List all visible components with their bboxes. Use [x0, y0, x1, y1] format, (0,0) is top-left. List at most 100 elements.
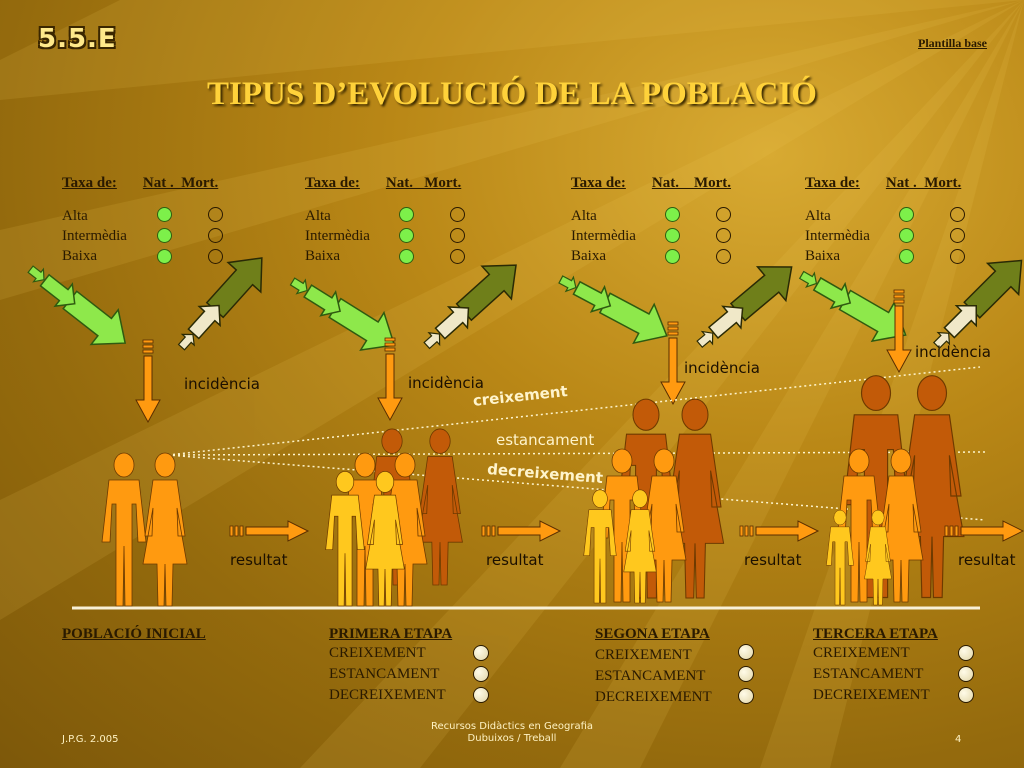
- label-incidencia: incidència: [408, 374, 484, 392]
- option-creixement: CREIXEMENT: [329, 645, 426, 661]
- mort-dot: [450, 249, 465, 264]
- nat-dot: [899, 228, 914, 243]
- panel-4: Taxa de: Nat . Mort.: [805, 174, 961, 192]
- down-arrow-icon: [135, 339, 161, 423]
- mort-dot: [716, 249, 731, 264]
- label-incidencia: incidència: [915, 343, 991, 361]
- label-resultat: resultat: [230, 551, 288, 569]
- panel-header-cols: Nat . Mort.: [142, 175, 219, 191]
- mort-dot: [950, 228, 965, 243]
- panel-header-cols: Nat. Mort.: [385, 175, 462, 191]
- template-link[interactable]: Plantilla base: [918, 36, 988, 50]
- page-title: TIPUS D’EVOLUCIÓ DE LA POBLACIÓ: [207, 76, 817, 112]
- radio-creixement[interactable]: [473, 645, 489, 661]
- label-incidencia: incidència: [684, 359, 760, 377]
- person-icon: [142, 452, 188, 607]
- option-decreixement: DECREIXEMENT: [329, 687, 446, 703]
- stage-3: TERCERA ETAPA CREIXEMENT ESTANCAMENT DEC…: [813, 626, 938, 706]
- panel-header-prefix: Taxa de:: [62, 175, 117, 191]
- natality-arrow-icon: [16, 251, 140, 362]
- population-stage-2: [583, 398, 725, 604]
- option-estancament: ESTANCAMENT: [813, 666, 924, 682]
- row-label-intermedia: Intermèdia: [571, 228, 636, 244]
- radio-estancament[interactable]: [473, 666, 489, 682]
- right-arrow-icon: [739, 520, 819, 542]
- panel-1-row-labels: Alta Intermèdia Baixa: [62, 206, 127, 266]
- mortality-arrow-icon: [684, 249, 807, 362]
- mort-dot: [716, 228, 731, 243]
- nat-dot: [399, 249, 414, 264]
- stage-title-inicial: POBLACIÓ INICIAL: [62, 626, 206, 642]
- label-estancament: estancament: [496, 431, 595, 449]
- mort-dot: [950, 249, 965, 264]
- option-creixement: CREIXEMENT: [595, 647, 692, 663]
- radio-creixement[interactable]: [738, 644, 754, 660]
- radio-estancament[interactable]: [738, 666, 754, 682]
- stage-2: SEGONA ETAPA CREIXEMENT ESTANCAMENT DECR…: [595, 626, 712, 708]
- row-label-intermedia: Intermèdia: [305, 228, 370, 244]
- nat-dot: [157, 228, 172, 243]
- mort-dot: [950, 207, 965, 222]
- panel-2-row-labels: Alta Intermèdia Baixa: [305, 206, 370, 266]
- footer-center-line1: Recursos Didàctics en Geografia: [430, 721, 594, 732]
- nat-dot: [399, 207, 414, 222]
- population-initial: [101, 452, 188, 607]
- row-label-alta: Alta: [571, 208, 597, 224]
- nat-dot: [899, 249, 914, 264]
- option-creixement: CREIXEMENT: [813, 645, 910, 661]
- row-label-alta: Alta: [62, 208, 88, 224]
- mort-dot: [450, 207, 465, 222]
- stage-title: PRIMERA ETAPA: [329, 626, 453, 642]
- row-label-baixa: Baixa: [571, 248, 606, 264]
- radio-decreixement[interactable]: [958, 687, 974, 703]
- row-label-baixa: Baixa: [62, 248, 97, 264]
- label-resultat: resultat: [486, 551, 544, 569]
- mort-dot: [208, 228, 223, 243]
- nat-dot: [157, 207, 172, 222]
- mort-dot: [716, 207, 731, 222]
- label-resultat: resultat: [744, 551, 802, 569]
- trend-line-creixement: [167, 366, 981, 456]
- nat-dot: [157, 249, 172, 264]
- footer-center: Recursos Didàctics en Geografia Dubuixos…: [412, 721, 612, 745]
- option-estancament: ESTANCAMENT: [595, 668, 706, 684]
- radio-decreixement[interactable]: [473, 687, 489, 703]
- row-label-baixa: Baixa: [805, 248, 840, 264]
- radio-estancament[interactable]: [958, 666, 974, 682]
- panel-header-prefix: Taxa de:: [305, 175, 360, 191]
- panel-header-cols: Nat. Mort.: [651, 175, 732, 191]
- radio-decreixement[interactable]: [738, 688, 754, 704]
- mortality-arrow-icon: [411, 248, 532, 363]
- right-arrow-icon: [481, 520, 561, 542]
- panel-header-prefix: Taxa de:: [805, 175, 860, 191]
- panel-header-cols: Nat . Mort.: [885, 175, 962, 191]
- row-label-intermedia: Intermèdia: [805, 228, 870, 244]
- footer-center-line2: Dubuixos / Treball: [467, 733, 557, 744]
- population-stage-3: [826, 374, 965, 606]
- nat-dot: [665, 207, 680, 222]
- panel-3-row-labels: Alta Intermèdia Baixa: [571, 206, 636, 266]
- panel-header-prefix: Taxa de:: [571, 175, 626, 191]
- slide-badge: 5.5.E: [38, 24, 117, 54]
- panel-1: Taxa de: Nat . Mort.: [62, 174, 218, 192]
- stage-title: TERCERA ETAPA: [813, 626, 938, 642]
- panel-4-row-labels: Alta Intermèdia Baixa: [805, 206, 870, 266]
- mort-dot: [208, 207, 223, 222]
- trend-line-estancament: [167, 451, 986, 456]
- row-label-alta: Alta: [305, 208, 331, 224]
- option-decreixement: DECREIXEMENT: [813, 687, 930, 703]
- row-label-intermedia: Intermèdia: [62, 228, 127, 244]
- population-stage-1: [325, 428, 463, 607]
- label-resultat: resultat: [958, 551, 1016, 569]
- down-arrow-icon: [377, 337, 403, 421]
- radio-creixement[interactable]: [958, 645, 974, 661]
- footer-author: J.P.G. 2.005: [62, 734, 119, 745]
- stage-1: PRIMERA ETAPA CREIXEMENT ESTANCAMENT DEC…: [329, 626, 452, 706]
- natality-arrow-icon: [549, 259, 678, 357]
- panel-2: Taxa de: Nat. Mort.: [305, 174, 461, 192]
- nat-dot: [665, 249, 680, 264]
- mortality-arrow-icon: [164, 242, 279, 363]
- mort-dot: [450, 228, 465, 243]
